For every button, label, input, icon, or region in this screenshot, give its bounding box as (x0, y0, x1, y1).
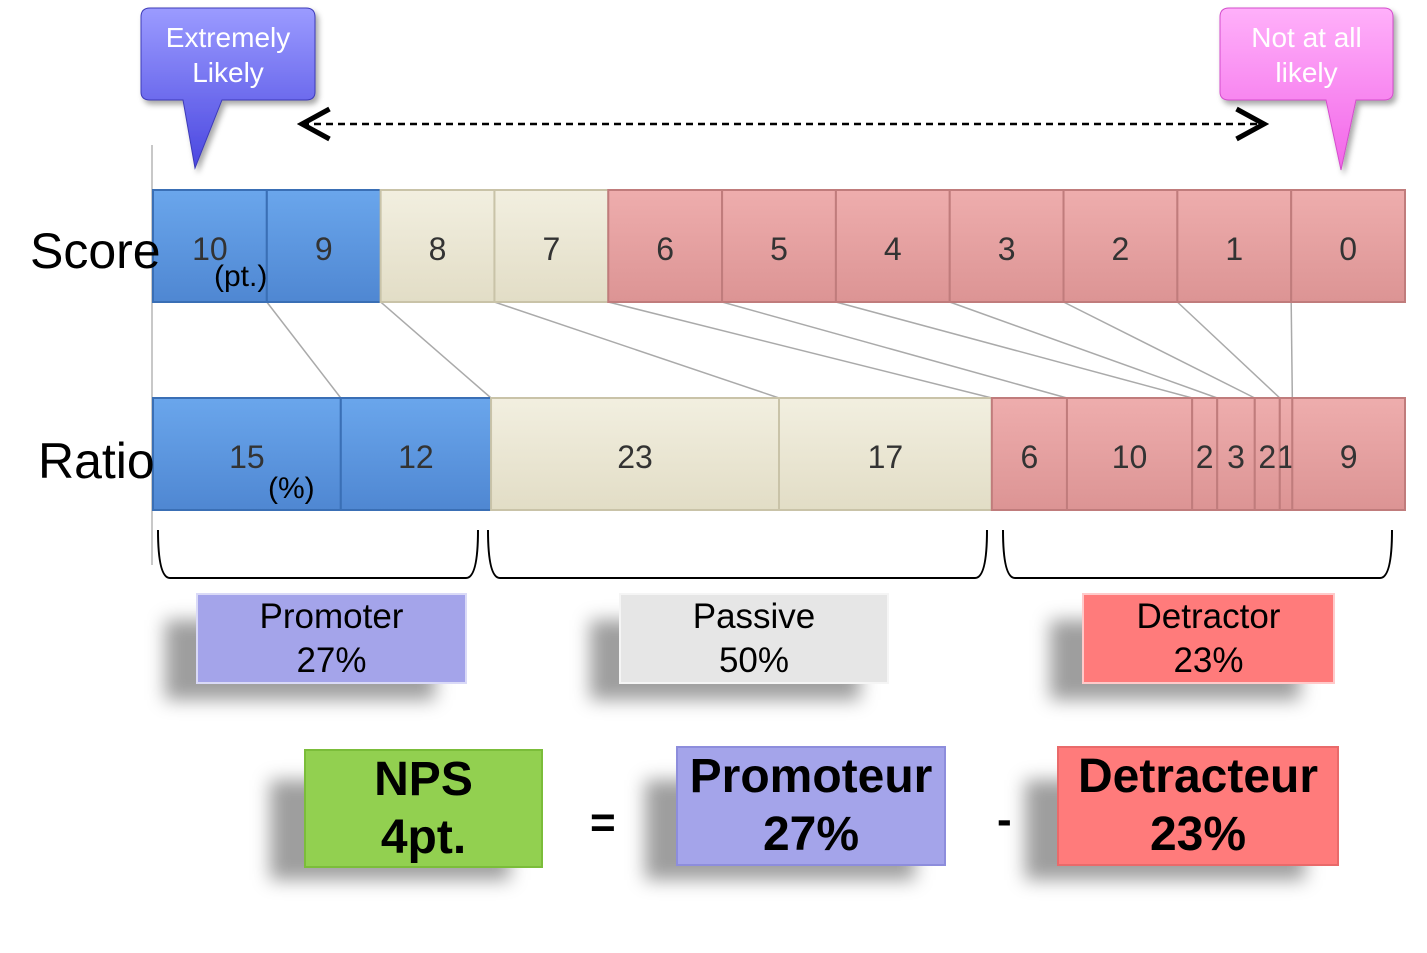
score-row-label: Score (30, 223, 161, 279)
ratio-cell-score-10 (152, 397, 342, 511)
connector-line (494, 301, 780, 399)
ratio-cell-score-9 (339, 397, 493, 511)
ratio-unit-label: (%) (268, 472, 315, 505)
connector-line (721, 301, 1068, 399)
ratio-label-score-1: 1 (1277, 439, 1295, 475)
equals-sign: = (590, 798, 616, 847)
ratio-label-score-10: 15 (229, 439, 265, 475)
score-cell-4 (834, 189, 951, 303)
connector-line (949, 301, 1218, 399)
nps-box: NPS 4pt. (304, 749, 543, 868)
promoteur-value: 27% (762, 808, 860, 861)
detractor-label: Detractor (1136, 596, 1281, 636)
connector-line (1290, 301, 1294, 399)
ratio-cell-score-3 (1216, 397, 1256, 511)
ratio-row-label: Ratio (38, 433, 155, 489)
promoter-value: 27% (296, 640, 367, 680)
score-label-8: 8 (429, 231, 447, 267)
ratio-cell-score-5 (1065, 397, 1194, 511)
ratio-label-score-7: 17 (868, 439, 904, 475)
connector-line (380, 301, 492, 399)
minus-sign: - (997, 795, 1012, 844)
ratio-label-score-2: 2 (1258, 439, 1276, 475)
promoter-brace (157, 529, 479, 579)
score-label-1: 1 (1225, 231, 1243, 267)
passive-brace (487, 529, 988, 579)
score-cell-6 (607, 189, 724, 303)
connector-line (1176, 301, 1281, 399)
score-cell-10 (152, 189, 268, 303)
score-label-9: 9 (315, 231, 333, 267)
connector-line (608, 301, 993, 399)
connector-lines (266, 301, 1294, 399)
ratio-label-score-6: 6 (1021, 439, 1039, 475)
score-cell-0 (1290, 189, 1406, 303)
score-label-0: 0 (1339, 231, 1357, 267)
score-label-6: 6 (656, 231, 674, 267)
detracteur-box: Detracteur 23% (1057, 746, 1339, 866)
score-cell-3 (948, 189, 1065, 303)
passive-value: 50% (718, 640, 790, 680)
score-label-5: 5 (770, 231, 788, 267)
score-unit-label: (pt.) (214, 260, 268, 293)
promoter-label: Promoter (259, 596, 404, 636)
score-label-3: 3 (998, 231, 1016, 267)
promoter-box: Promoter 27% (196, 593, 467, 684)
detractor-value: 23% (1173, 640, 1244, 680)
connector-line (1063, 301, 1256, 399)
promoteur-box: Promoteur 27% (676, 746, 946, 866)
ratio-label-score-5: 10 (1112, 439, 1148, 475)
detractor-brace (1002, 529, 1393, 579)
ratio-cell-score-6 (990, 397, 1068, 511)
detracteur-title: Detracteur (1077, 750, 1319, 804)
connector-line (835, 301, 1193, 399)
passive-box: Passive 50% (619, 593, 889, 684)
score-cell-9 (265, 189, 382, 303)
score-cell-2 (1062, 189, 1179, 303)
callout-right-text: Not at all likely (1251, 22, 1362, 88)
callout-extremely-likely (140, 7, 316, 170)
ratio-cell-score-8 (490, 397, 780, 511)
ratio-cell-score-0 (1291, 397, 1406, 511)
promoteur-title: Promoteur (689, 750, 933, 804)
callout-left-text: Extremely Likely (165, 22, 291, 88)
ratio-label-score-8: 23 (617, 439, 653, 475)
passive-label: Passive (692, 596, 816, 636)
connector-line (266, 301, 342, 399)
ratio-label-score-0: 9 (1340, 439, 1358, 475)
score-cell-7 (493, 189, 610, 303)
score-label-10: 10 (192, 231, 228, 267)
score-label-2: 2 (1112, 231, 1130, 267)
ratio-cell-score-7 (778, 397, 993, 511)
ratio-cell-score-2 (1253, 397, 1281, 511)
detracteur-value: 23% (1149, 808, 1247, 861)
ratio-label-score-4: 2 (1196, 439, 1214, 475)
ratio-label-score-3: 3 (1227, 439, 1245, 475)
detractor-box: Detractor 23% (1082, 593, 1335, 684)
score-label-4: 4 (884, 231, 902, 267)
ratio-label-score-9: 12 (398, 439, 434, 475)
score-label-7: 7 (542, 231, 560, 267)
callout-not-at-all-likely (1219, 7, 1394, 171)
nps-title: NPS (374, 752, 473, 806)
nps-value: 4pt. (380, 810, 467, 864)
